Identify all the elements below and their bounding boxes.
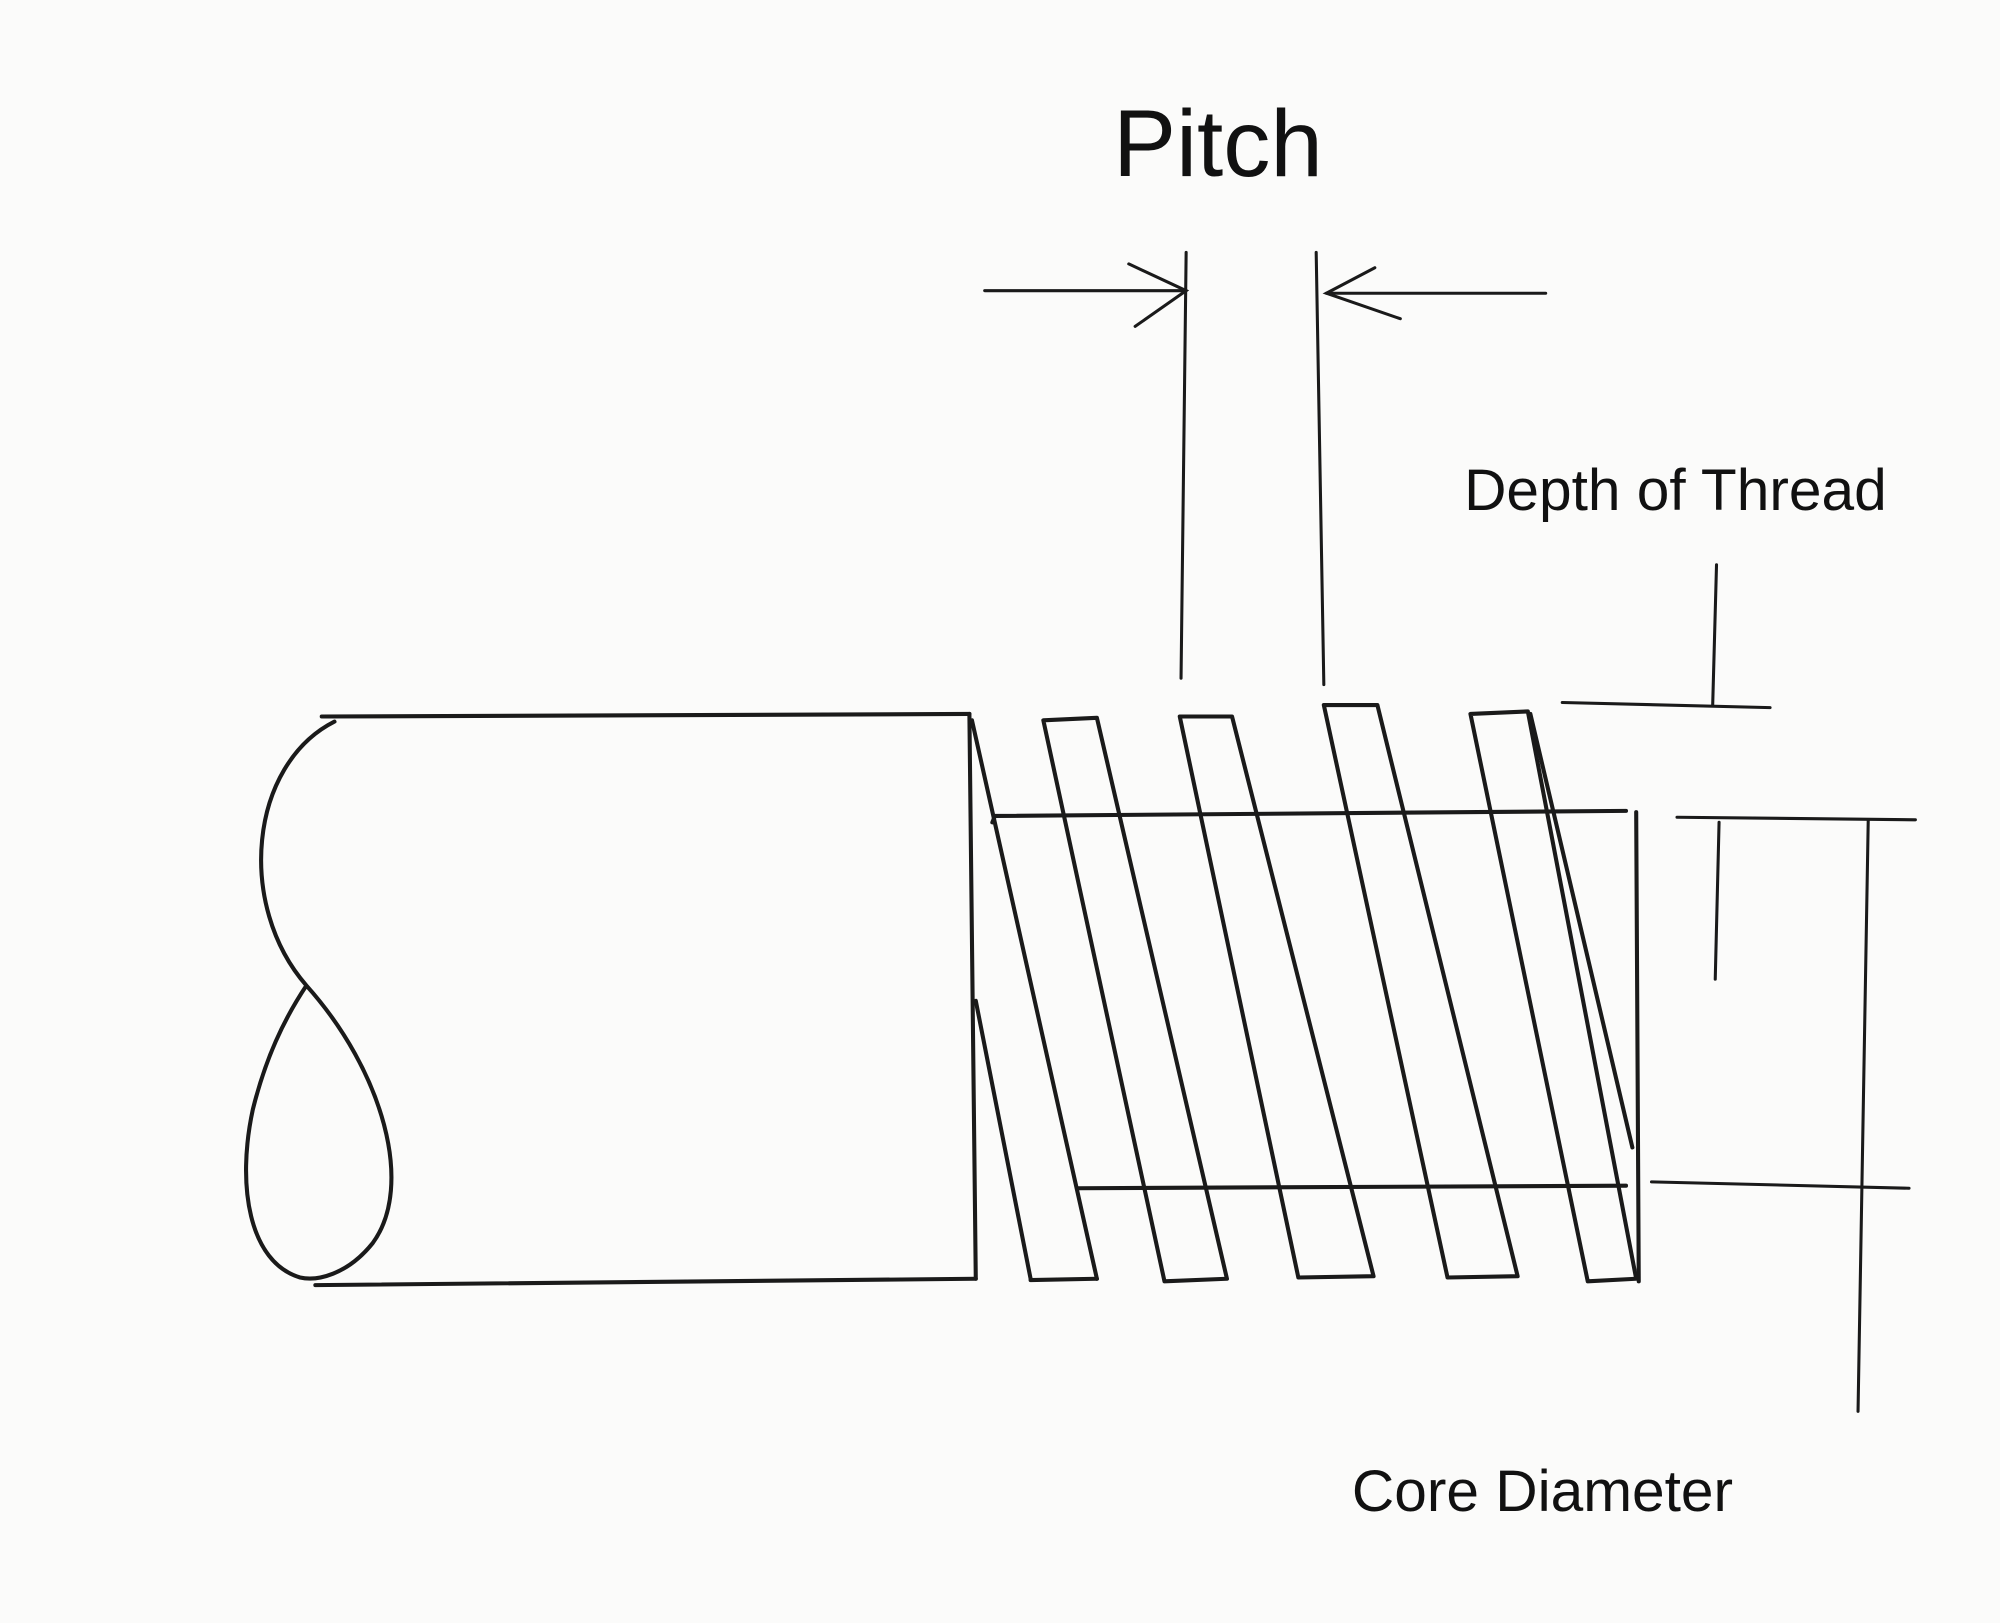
thread-crest-1: [1041, 715, 1229, 1284]
shaft-thread-boundary: [967, 711, 978, 1281]
depth-upper-leader: [1711, 563, 1719, 707]
thread-crest-3: [1321, 703, 1520, 1280]
shaft-bottom-edge: [313, 1276, 978, 1288]
shaft-break-symbol: [244, 719, 394, 1281]
depth-crest-extension: [1560, 700, 1772, 710]
pitch-left-arrowhead-icon: [1127, 262, 1190, 328]
depth-dimension: [1560, 563, 1917, 981]
thread-partial-edge: [973, 998, 1033, 1281]
threaded-section: [969, 703, 1641, 1284]
thread-crest-2: [1177, 714, 1376, 1280]
thread-partial-edge: [969, 718, 1099, 1281]
thread-end-line: [1634, 810, 1641, 1284]
thread-root-cap: [1028, 1276, 1099, 1283]
depth-of-thread-label: Depth of Thread: [1464, 458, 1887, 523]
shaft: [244, 711, 978, 1288]
pitch-right-arrowhead-icon: [1322, 266, 1402, 321]
depth-lower-leader: [1713, 820, 1721, 981]
thread-end-slant: [1528, 711, 1635, 1150]
pitch-label: Pitch: [1113, 91, 1323, 196]
core-bottom-extension: [1649, 1180, 1911, 1190]
pitch-right-extension-line: [1314, 250, 1326, 687]
pitch-dimension: [983, 250, 1548, 687]
core-diameter-label: Core Diameter: [1352, 1459, 1733, 1524]
shaft-top-edge: [319, 711, 972, 719]
core-top-line: [992, 808, 1629, 819]
core-diameter-line: [1856, 818, 1870, 1413]
thread-crest-4: [1468, 709, 1639, 1284]
core-diameter-dimension: [1649, 818, 1911, 1413]
pitch-left-extension-line: [1179, 250, 1188, 680]
depth-root-extension: [1675, 815, 1917, 822]
